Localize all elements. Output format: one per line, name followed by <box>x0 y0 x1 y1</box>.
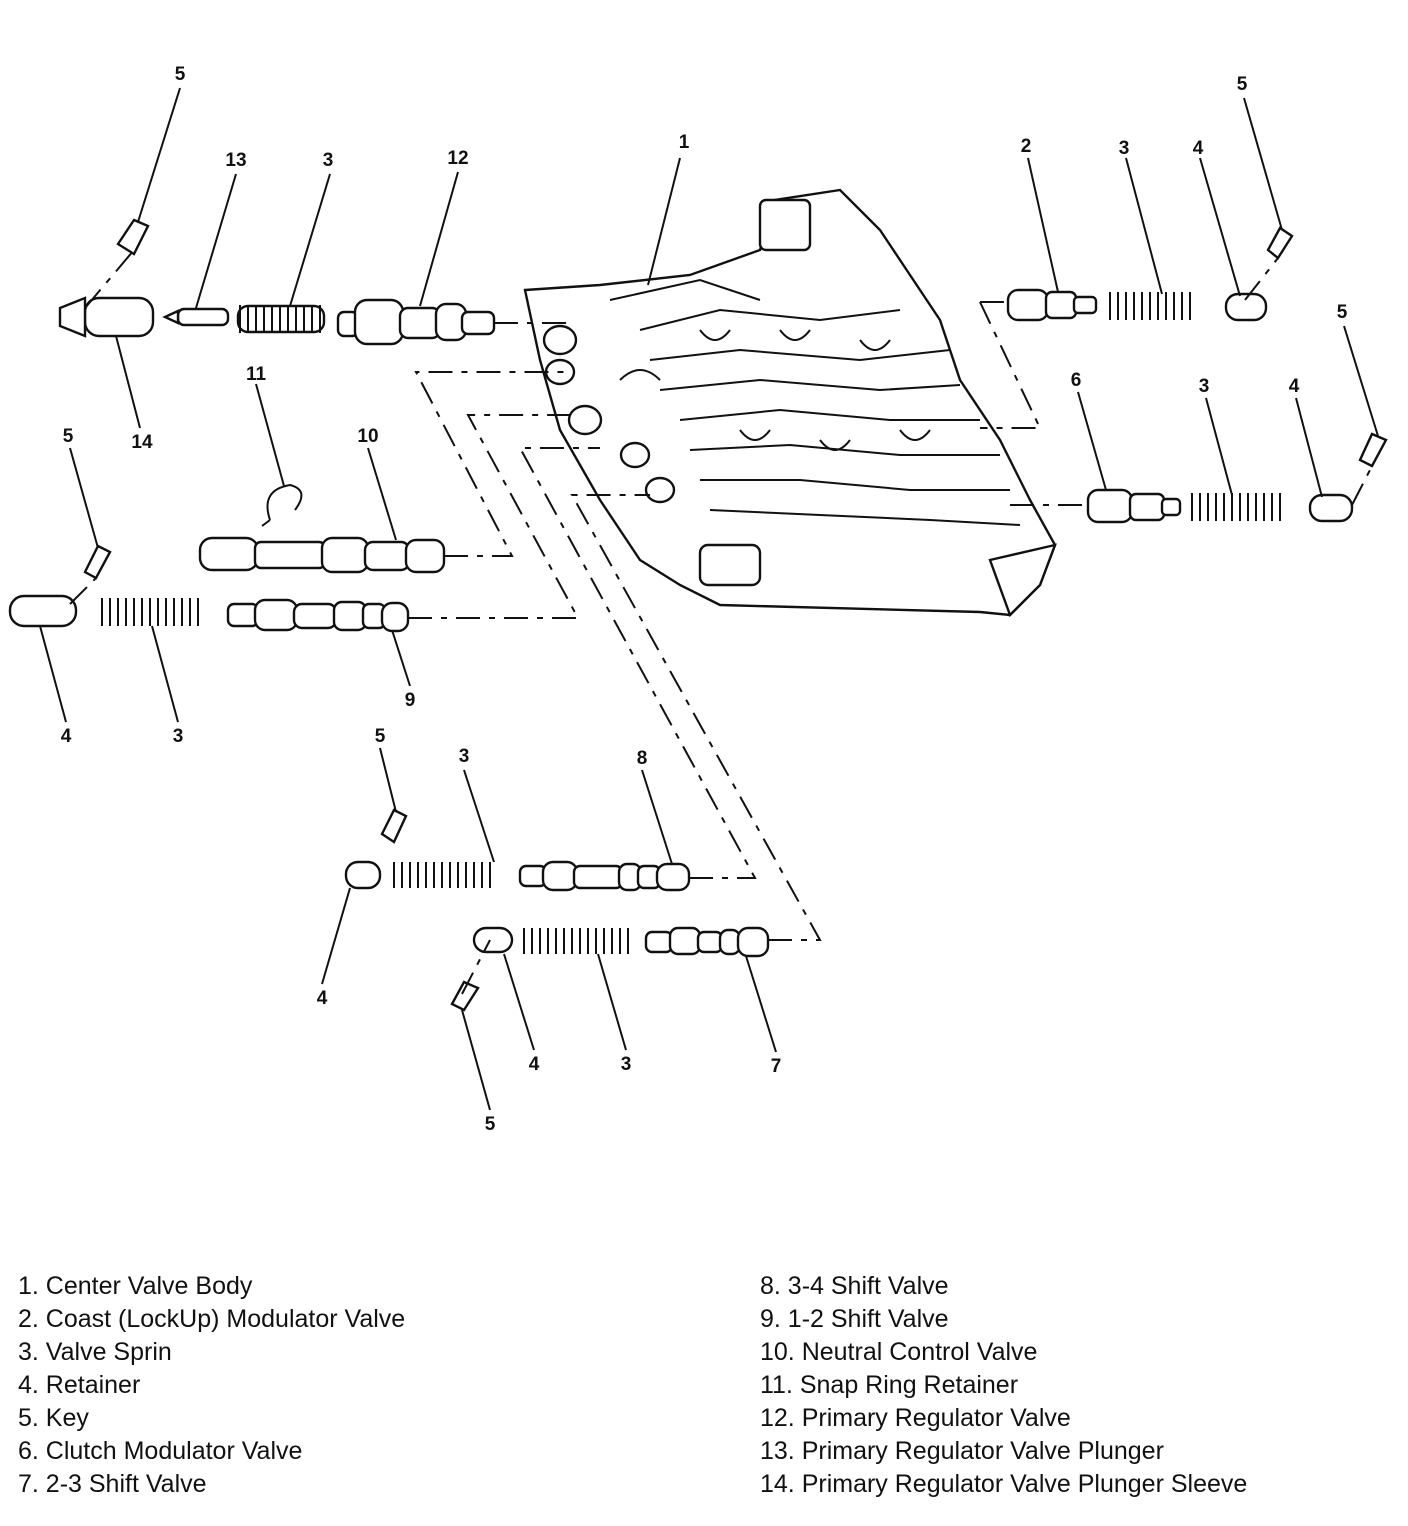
callout-label: 5 <box>1337 302 1348 323</box>
callout-label: 3 <box>1119 138 1130 159</box>
callout-label: 5 <box>175 64 186 85</box>
callout-label: 3 <box>1199 376 1210 397</box>
primary-regulator-valve <box>336 298 496 346</box>
retainer-upper-right <box>1224 292 1268 322</box>
one-two-shift-valve <box>226 598 410 633</box>
key-upper-right <box>1266 226 1294 260</box>
neutral-control-valve <box>198 536 446 574</box>
retainer-lower-mid <box>344 860 382 890</box>
legend-item: 9. 1-2 Shift Valve <box>760 1305 949 1333</box>
legend-right-column: 8. 3-4 Shift Valve 9. 1-2 Shift Valve 10… <box>760 1270 1247 1501</box>
callout-labels: 1 2 3 4 5 5 6 3 4 5 13 3 12 14 11 10 5 9… <box>61 64 1348 1135</box>
clutch-modulator-valve <box>1086 488 1182 524</box>
valve-spring-lower <box>523 928 629 954</box>
callout-label: 3 <box>621 1054 632 1075</box>
valve-spring-lower-mid <box>393 862 491 888</box>
callout-label: 4 <box>317 988 328 1009</box>
callout-label: 7 <box>771 1056 782 1077</box>
legend-item: 11. Snap Ring Retainer <box>760 1371 1019 1399</box>
retainer-right-middle <box>1308 493 1354 523</box>
key-right-middle <box>1358 432 1388 468</box>
retainer-left-middle <box>8 594 78 628</box>
legend-left-column: 1. Center Valve Body 2. Coast (LockUp) M… <box>18 1270 405 1501</box>
retainer-lower <box>472 926 514 954</box>
legend-item: 2. Coast (LockUp) Modulator Valve <box>18 1305 406 1333</box>
legend-item: 3. Valve Sprin <box>18 1338 172 1366</box>
legend-item: 4. Retainer <box>18 1371 141 1399</box>
legend-item: 1. Center Valve Body <box>18 1272 253 1300</box>
legend-item: 7. 2-3 Shift Valve <box>18 1470 207 1498</box>
key-lower-mid <box>380 808 408 844</box>
callout-label: 13 <box>225 150 246 171</box>
callout-label: 3 <box>323 150 334 171</box>
key-lower <box>450 980 480 1012</box>
valve-spring-upper-right <box>1109 292 1191 320</box>
callout-label: 4 <box>61 726 72 747</box>
valve-spring-left-middle <box>101 598 199 626</box>
callout-label: 3 <box>173 726 184 747</box>
callout-label: 4 <box>1193 138 1204 159</box>
legend-item: 6. Clutch Modulator Valve <box>18 1437 303 1465</box>
coast-lockup-modulator-valve <box>1006 288 1098 322</box>
valve-spring-upper-left <box>236 304 326 334</box>
primary-regulator-valve-plunger <box>162 307 230 327</box>
legend-item: 13. Primary Regulator Valve Plunger <box>760 1437 1164 1465</box>
callout-label: 5 <box>375 726 386 747</box>
callout-label: 3 <box>459 746 470 767</box>
legend-item: 5. Key <box>18 1404 89 1432</box>
callout-label: 5 <box>1237 74 1248 95</box>
callout-label: 8 <box>637 748 648 769</box>
callout-label: 10 <box>357 426 378 447</box>
legend-item: 10. Neutral Control Valve <box>760 1338 1038 1366</box>
callout-label: 11 <box>246 364 267 385</box>
callout-label: 4 <box>1289 376 1300 397</box>
center-valve-body <box>523 188 1057 618</box>
callout-label: 1 <box>679 132 690 153</box>
callout-label: 2 <box>1021 136 1032 157</box>
three-four-shift-valve <box>518 860 691 892</box>
snap-ring-retainer <box>261 483 303 527</box>
callout-label: 14 <box>131 432 153 453</box>
key-upper-left <box>116 218 150 256</box>
callout-label: 4 <box>529 1054 540 1075</box>
callout-label: 12 <box>447 148 468 169</box>
exploded-valve-body-diagram: 1 2 3 4 5 5 6 3 4 5 13 3 12 14 11 10 5 9… <box>8 64 1388 1135</box>
primary-regulator-valve-plunger-sleeve <box>58 296 155 338</box>
callout-label: 9 <box>405 690 416 711</box>
callout-label: 6 <box>1071 370 1082 391</box>
legend-item: 14. Primary Regulator Valve Plunger Slee… <box>760 1470 1248 1498</box>
legend-item: 12. Primary Regulator Valve <box>760 1404 1071 1432</box>
two-three-shift-valve <box>644 926 770 958</box>
valve-spring-right-middle <box>1191 493 1281 521</box>
leader-lines <box>39 87 1379 1111</box>
alignment-lines <box>69 249 1373 995</box>
key-left-middle <box>83 544 112 580</box>
callout-label: 5 <box>63 426 74 447</box>
callout-label: 5 <box>485 1114 496 1135</box>
legend-item: 8. 3-4 Shift Valve <box>760 1272 949 1300</box>
